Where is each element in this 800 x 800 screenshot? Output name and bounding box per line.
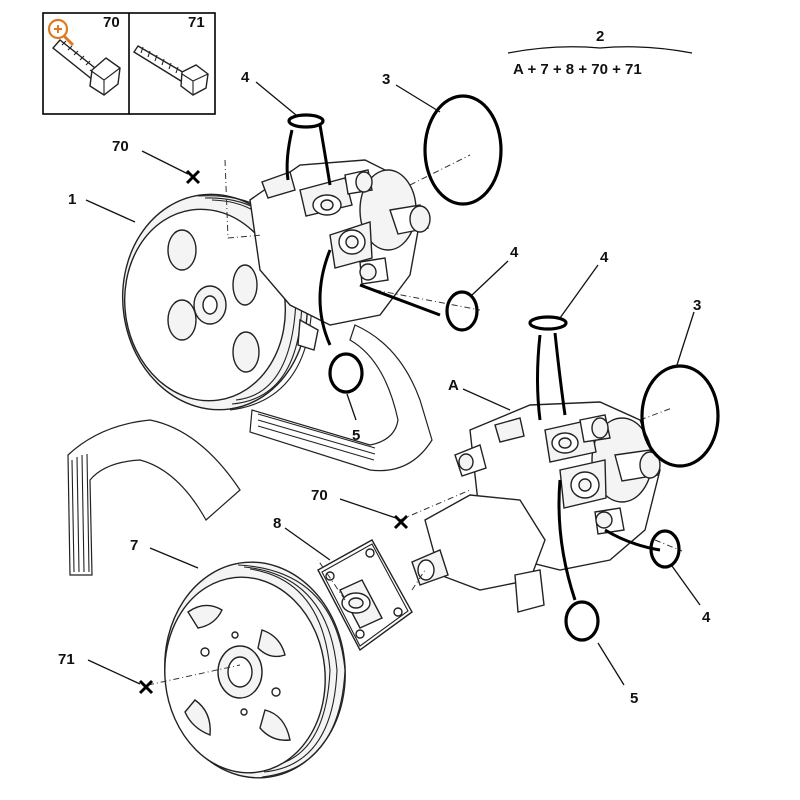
centerlines bbox=[147, 154, 683, 686]
magnifier-plus-icon[interactable] bbox=[47, 18, 75, 47]
callout-4-top-left: 4 bbox=[241, 69, 250, 86]
callout-5-lower: 5 bbox=[630, 690, 638, 707]
callout-3-upper: 3 bbox=[382, 71, 390, 88]
kit-brace bbox=[507, 46, 693, 54]
seals bbox=[287, 94, 720, 642]
seal-lines bbox=[285, 124, 661, 601]
callout-8: 8 bbox=[273, 515, 281, 532]
seal-4-mid bbox=[445, 290, 479, 332]
callout-4-mid: 4 bbox=[510, 244, 519, 261]
kit-legend: 2 A + 7 + 8 + 70 + 71 bbox=[507, 28, 693, 78]
callout-labels: 1 70 4 3 4 4 3 A 5 70 8 7 71 4 5 bbox=[58, 69, 711, 707]
callout-4-right-top: 4 bbox=[600, 249, 609, 266]
bolt-inset: 70 71 bbox=[42, 12, 216, 115]
inset-label-71: 71 bbox=[188, 14, 205, 31]
callout-A: A bbox=[448, 377, 459, 394]
pulley-1 bbox=[121, 193, 313, 411]
mounting-plate-8 bbox=[317, 539, 413, 652]
seal-4-right-bottom bbox=[649, 529, 681, 569]
leader-lines bbox=[85, 81, 701, 686]
callout-70-upper: 70 bbox=[112, 138, 129, 155]
oring-3-upper bbox=[423, 94, 503, 206]
pulley-7 bbox=[164, 561, 346, 779]
callout-7: 7 bbox=[130, 537, 138, 554]
lower-pump-A bbox=[411, 401, 661, 613]
callout-71: 71 bbox=[58, 651, 75, 668]
oring-5-lower bbox=[564, 600, 600, 642]
bolt-70-drawing bbox=[51, 39, 121, 96]
upper-pump bbox=[249, 159, 431, 351]
inset-label-70: 70 bbox=[103, 14, 120, 31]
seal-4-right-top bbox=[528, 315, 568, 331]
callout-4-right-bottom: 4 bbox=[702, 609, 711, 626]
drive-belt-lower bbox=[67, 419, 241, 576]
kit-formula: A + 7 + 8 + 70 + 71 bbox=[513, 61, 642, 78]
bolt-markers bbox=[138, 169, 409, 695]
callout-70-lower: 70 bbox=[311, 487, 328, 504]
bolt-marker-71 bbox=[138, 679, 154, 695]
drive-belt-upper bbox=[249, 324, 433, 472]
callout-5-upper: 5 bbox=[352, 427, 360, 444]
kit-number: 2 bbox=[596, 28, 604, 45]
seal-4-top-left bbox=[287, 113, 325, 129]
bolt-71-drawing bbox=[133, 45, 209, 96]
callout-3-lower: 3 bbox=[693, 297, 701, 314]
bolt-marker-70-lower bbox=[393, 514, 409, 530]
oring-5-upper bbox=[328, 352, 364, 394]
oring-3-lower bbox=[640, 364, 720, 468]
callout-1: 1 bbox=[68, 191, 76, 208]
bolt-marker-70-upper bbox=[185, 169, 201, 185]
